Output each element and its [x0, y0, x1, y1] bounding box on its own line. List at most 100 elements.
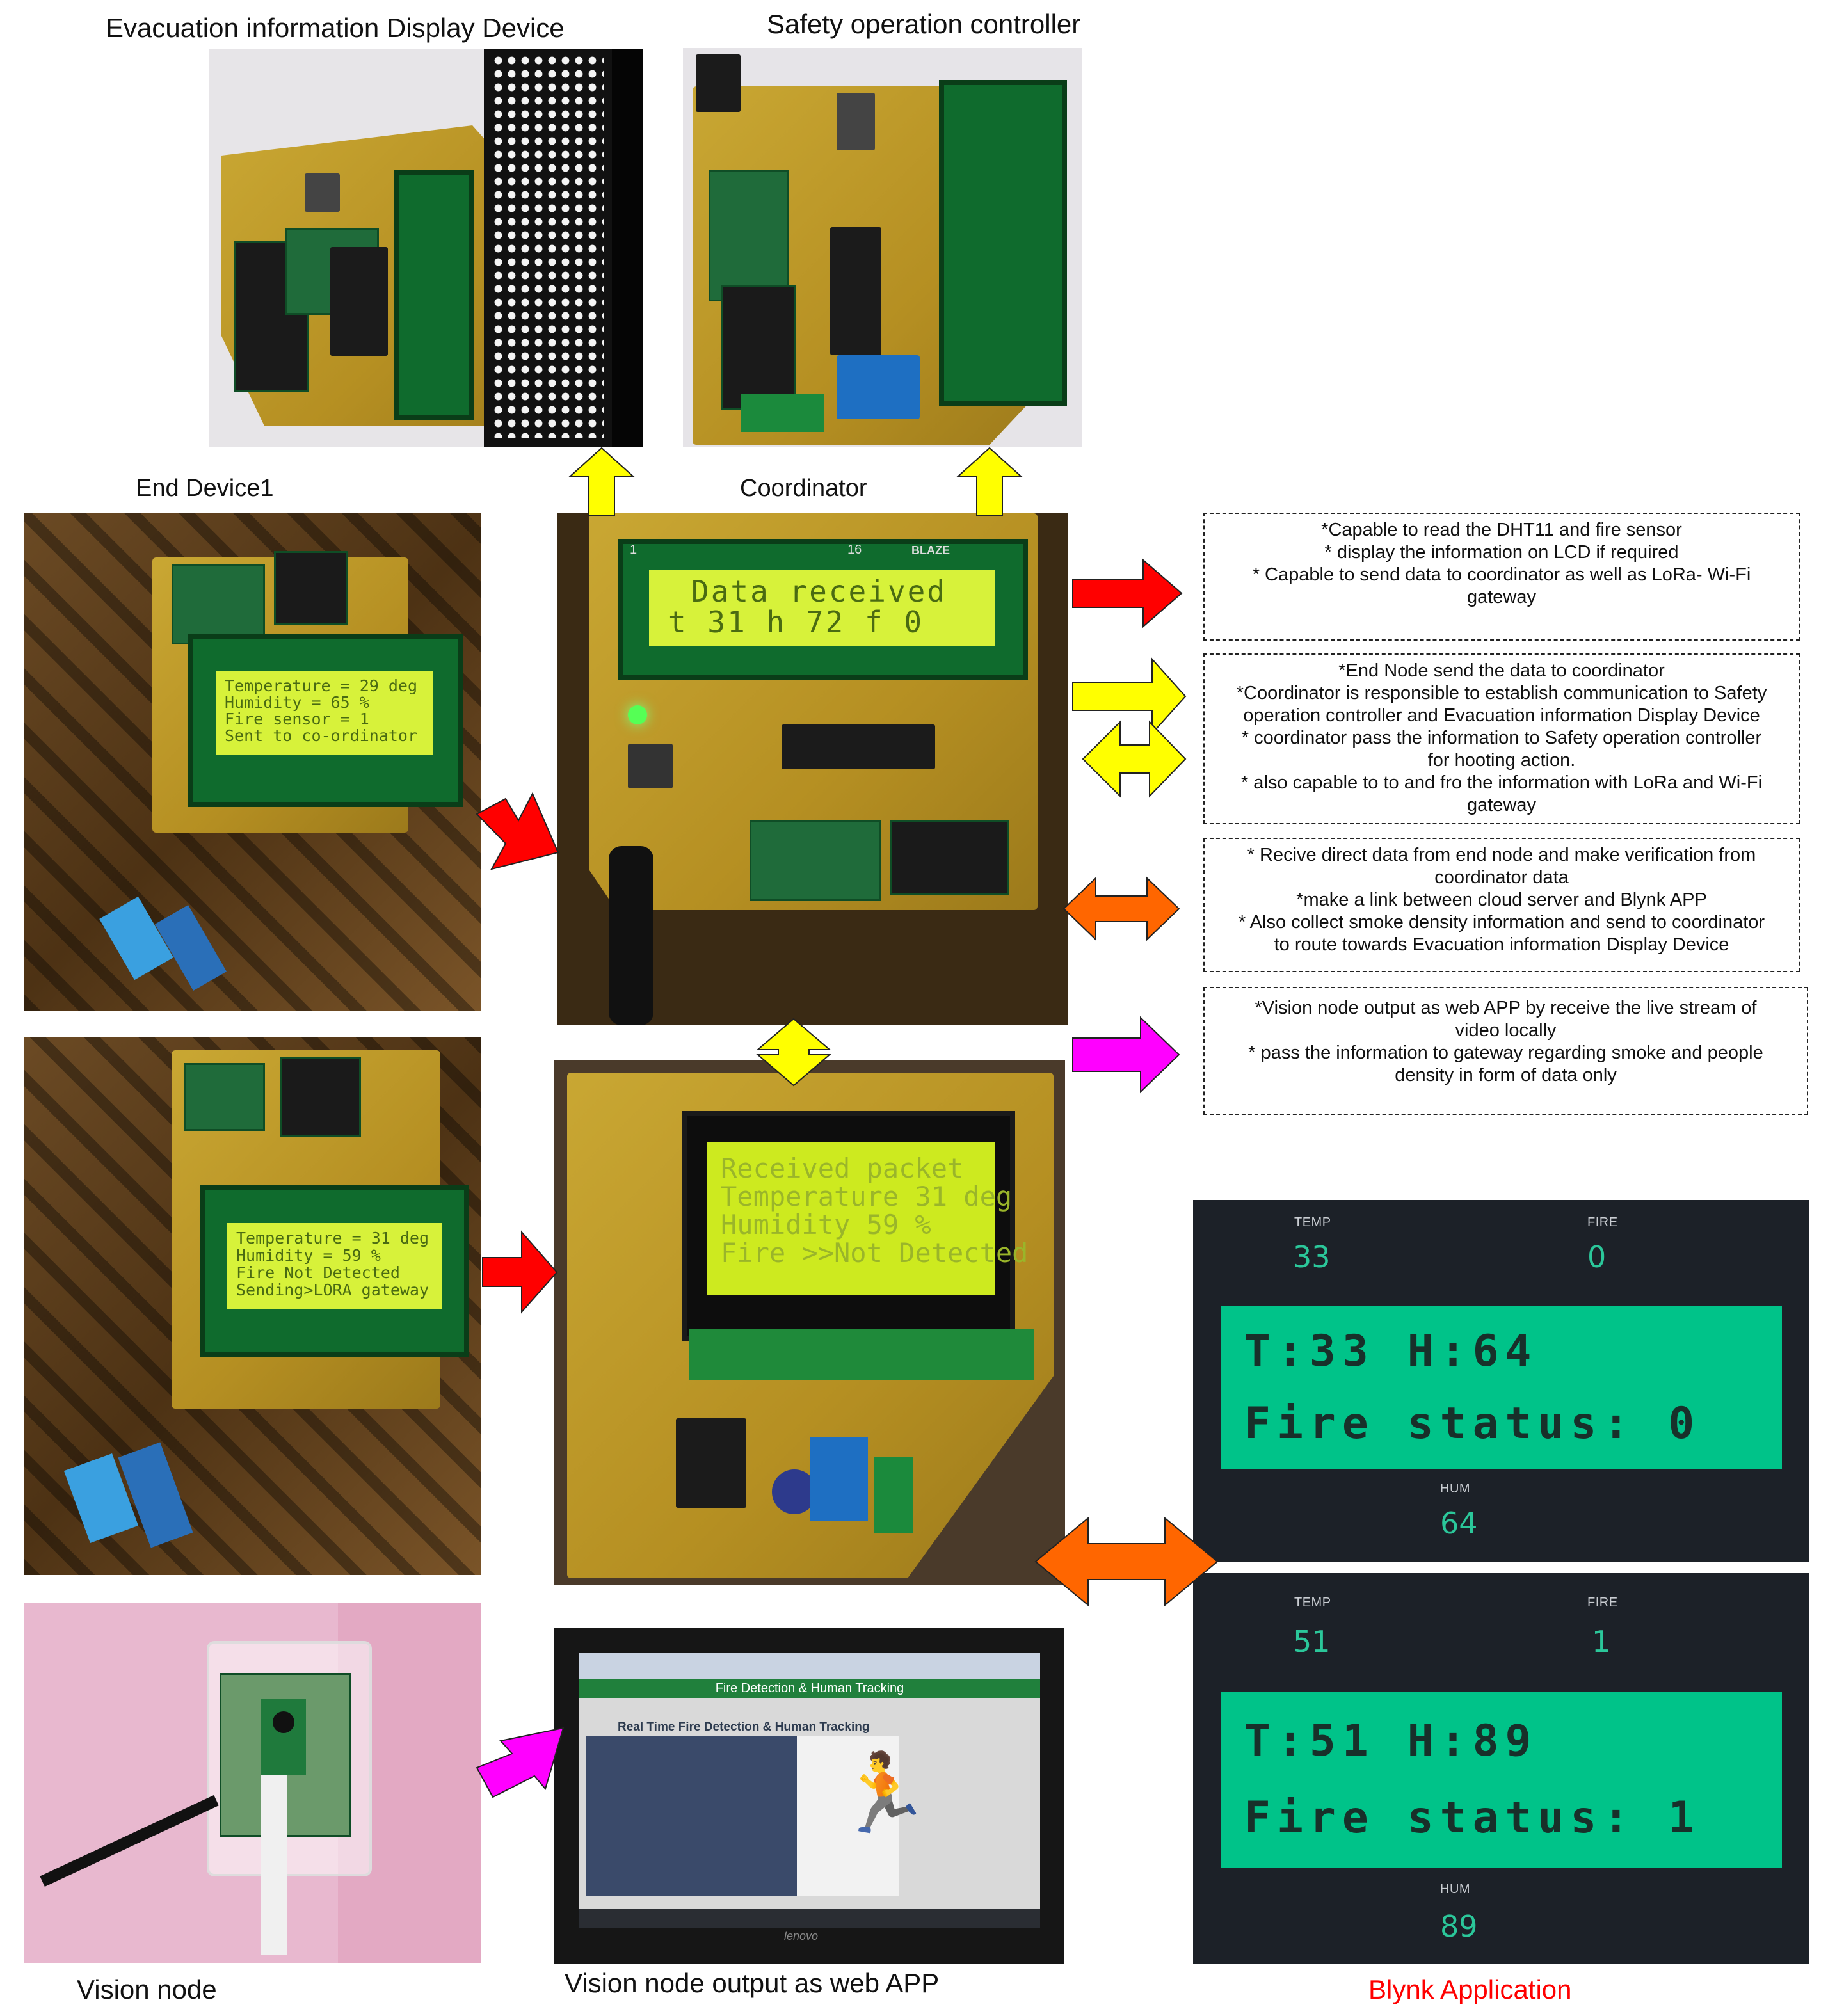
blynk-lcd-widget: T:33 H:64 Fire status: 0: [1221, 1306, 1782, 1469]
lcd-pin-16: 16: [847, 543, 862, 557]
blynk-lcd-line1: T:51 H:89: [1244, 1716, 1538, 1766]
blynk-fire-label: FIRE: [1587, 1596, 1618, 1610]
gateway-lcd: Received packet Temperature 31 deg Humid…: [682, 1111, 1028, 1341]
note-line: to route towards Evacuation information …: [1274, 934, 1729, 955]
note-line: *Vision node output as web APP by receiv…: [1255, 998, 1757, 1018]
lcd-line: Humidity 59 %: [721, 1209, 931, 1240]
lcd-screen: Data received t 31 h 72 f 0: [649, 570, 995, 646]
laptop-screen: Fire Detection & Human Tracking Real Tim…: [579, 1653, 1040, 1928]
radio-module: [172, 564, 265, 644]
esp-module: [676, 1418, 746, 1508]
note-line: * coordinator pass the information to Sa…: [1241, 728, 1762, 748]
arrow-end-device2-to-gateway: [482, 1230, 558, 1314]
caption-safety-controller: Safety operation controller: [767, 9, 1081, 39]
black-stand: [612, 49, 643, 447]
lcd-screen: Temperature = 29 deg Humidity = 65 % Fir…: [216, 671, 433, 755]
lcd-line: Temperature 31 deg: [721, 1181, 1013, 1212]
microcontroller-chip: [330, 247, 388, 356]
lcd-line: Humidity = 59 %: [236, 1246, 381, 1265]
note-line: * display the information on LCD if requ…: [1324, 542, 1679, 563]
caption-evacuation-device: Evacuation information Display Device: [106, 13, 565, 43]
lcd-screen: Received packet Temperature 31 deg Humid…: [707, 1142, 1028, 1295]
voltage-regulator: [837, 93, 875, 150]
note-line: for hooting action.: [1427, 750, 1576, 771]
lcd-green-pcb: [689, 1329, 1034, 1380]
arrow-left-note-coordinator: [1082, 720, 1187, 798]
blynk-temp-label: TEMP: [1294, 1215, 1331, 1229]
blynk-temp-value: 33: [1293, 1240, 1331, 1274]
note-line: * Also collect smoke density information…: [1238, 912, 1765, 932]
note-line: *make a link between cloud server and Bl…: [1296, 890, 1707, 910]
radio-module: [750, 820, 881, 901]
note-line: video locally: [1455, 1020, 1557, 1041]
arrow-right-note-coordinator: [1072, 657, 1187, 735]
lcd-line: Received packet: [721, 1153, 964, 1184]
fire-exit-graphic: [797, 1736, 899, 1896]
caption-end-device1: End Device1: [136, 475, 274, 502]
lcd-line: Sending>LORA gateway: [236, 1281, 429, 1299]
terminal-block: [874, 1457, 913, 1533]
blynk-fire-value: 1: [1592, 1624, 1611, 1659]
lcd-screen: Temperature = 31 deg Humidity = 59 % Fir…: [227, 1223, 442, 1309]
camera-lens: [273, 1711, 294, 1733]
lcd-pin-1: 1: [630, 543, 637, 557]
lcd-panel: [939, 80, 1067, 406]
wireless-module: [280, 1057, 361, 1137]
lcd-panel: [394, 170, 474, 420]
arrow-note-gateway: [1062, 876, 1180, 941]
note-coordinator: *End Node send the data to coordinator *…: [1203, 653, 1800, 824]
blynk-panel-2: TEMP 51 FIRE 1 T:51 H:89 Fire status: 1 …: [1193, 1573, 1809, 1964]
note-line: operation controller and Evacuation info…: [1243, 705, 1760, 726]
note-end-device: *Capable to read the DHT11 and fire sens…: [1203, 513, 1800, 641]
note-line: gateway: [1466, 587, 1536, 607]
note-line: coordinator data: [1434, 867, 1569, 888]
lcd-panel: Temperature = 31 deg Humidity = 59 % Fir…: [200, 1185, 469, 1357]
note-line: * Capable to send data to coordinator as…: [1252, 564, 1751, 585]
blynk-hum-label: HUM: [1440, 1482, 1471, 1496]
blynk-lcd-line1: T:33 H:64: [1244, 1326, 1538, 1377]
blynk-fire-value: 0: [1587, 1240, 1607, 1274]
radio-module: [184, 1063, 265, 1131]
microcontroller-chip: [782, 724, 935, 769]
taskbar: [579, 1909, 1040, 1928]
photo-vision-output: Fire Detection & Human Tracking Real Tim…: [554, 1628, 1064, 1964]
caption-blynk-application: Blynk Application: [1368, 1974, 1572, 2004]
blynk-hum-label: HUM: [1440, 1882, 1471, 1896]
photo-safety-controller: [683, 48, 1082, 447]
arrow-vision-node-to-output: [476, 1727, 565, 1798]
voltage-regulator: [628, 744, 673, 788]
note-line: * also capable to to and fro the informa…: [1240, 772, 1763, 793]
power-jack: [696, 54, 741, 112]
photo-vision-node: [24, 1603, 481, 1963]
blynk-lcd-widget: T:51 H:89 Fire status: 1: [1221, 1692, 1782, 1868]
lcd-line: Temperature = 29 deg: [225, 676, 418, 695]
blynk-temp-label: TEMP: [1294, 1596, 1331, 1610]
arrow-right-note-vision: [1072, 1016, 1180, 1094]
arrow-gateway-blynk: [1034, 1516, 1219, 1607]
blynk-temp-value: 51: [1293, 1624, 1331, 1659]
photo-end-device1: Temperature = 29 deg Humidity = 65 % Fir…: [24, 513, 481, 1011]
laptop-brand: lenovo: [784, 1930, 819, 1942]
arrow-end-device1-to-coordinator: [476, 792, 559, 870]
microcontroller-chip: [830, 227, 881, 355]
blynk-fire-label: FIRE: [1587, 1215, 1618, 1229]
note-line: * pass the information to gateway regard…: [1248, 1043, 1763, 1063]
lcd-line: Sent to co-ordinator: [225, 726, 418, 745]
blynk-panel-1: TEMP 33 FIRE 0 T:33 H:64 Fire status: 0 …: [1193, 1200, 1809, 1562]
ribbon-cable: [261, 1775, 287, 1955]
arrow-coordinator-gateway: [756, 1018, 831, 1087]
blynk-hum-value: 89: [1440, 1909, 1478, 1944]
note-line: *Capable to read the DHT11 and fire sens…: [1321, 520, 1682, 540]
lcd-line: Temperature = 31 deg: [236, 1229, 429, 1247]
photo-end-device2: Temperature = 31 deg Humidity = 59 % Fir…: [24, 1037, 481, 1575]
coordinator-lcd: 1 16 BLAZE Data received t 31 h 72 f 0: [618, 539, 1028, 680]
wireless-module: [890, 820, 1009, 895]
voltage-regulator: [305, 173, 340, 212]
arrow-right-note-end-device: [1072, 558, 1183, 628]
lcd-line: Fire sensor = 1: [225, 710, 369, 728]
caption-coordinator: Coordinator: [740, 475, 867, 502]
blynk-lcd-line2: Fire status: 1: [1244, 1793, 1701, 1843]
wireless-module: [274, 551, 348, 625]
capacitor: [772, 1469, 817, 1514]
